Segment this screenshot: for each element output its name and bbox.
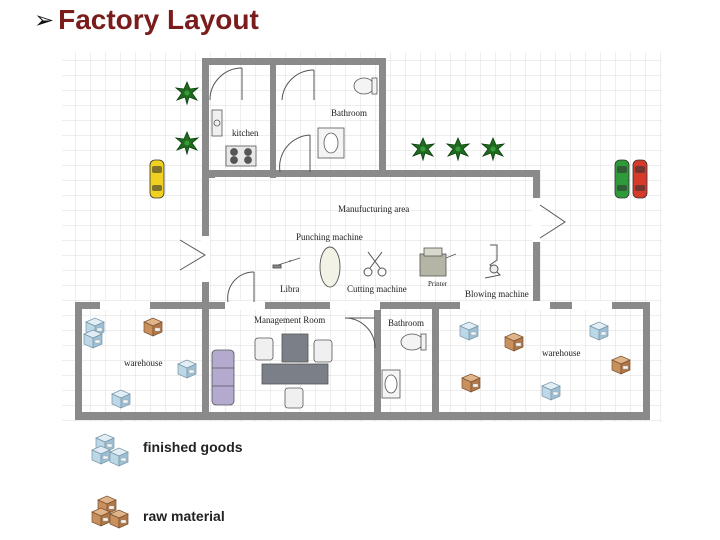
label-punching-machine: Punching machine [296,232,363,242]
label-warehouse-right: warehouse [542,348,580,358]
door-gaps [100,198,612,310]
label-cutting-machine: Cutting machine [347,284,407,294]
label-bathroom-top: Bathroom [331,108,367,118]
label-manufacturing-area: Manufucturing area [338,204,409,214]
arrow-bullet-icon: ➢ [34,6,55,34]
page-title-text: Factory Layout [58,4,259,35]
label-warehouse-left: warehouse [124,358,162,368]
libra-scale [272,257,301,269]
management-furniture [211,333,333,409]
punching-machine [319,246,341,288]
bathroom-fixtures-bottom [381,333,427,399]
finished-goods-box [589,321,609,341]
legend-raw-label: raw material [143,508,225,524]
finished-goods-box [83,329,103,349]
finished-goods-box [541,381,561,401]
label-management-room: Management Room [254,315,325,325]
printer [419,247,457,277]
car-green-icon [614,159,630,199]
cutting-machine [363,251,387,277]
grid-background [62,52,662,422]
kitchen-fixtures [211,109,257,167]
finished-goods-box [111,389,131,409]
label-libra: Libra [280,284,300,294]
legend-raw-icon [91,507,111,527]
raw-material-box [461,373,481,393]
finished-goods-box [177,359,197,379]
raw-material-box [504,332,524,352]
finished-goods-box [459,321,479,341]
legend-finished-label: finished goods [143,439,243,455]
blowing-machine [484,244,502,279]
label-bathroom-bottom: Bathroom [388,318,424,328]
legend-finished-icon [109,447,129,467]
legend-finished-icon [91,445,111,465]
car-yellow-icon [149,159,165,199]
raw-material-box [611,355,631,375]
page-title: ➢ Factory Layout [34,4,259,36]
car-red-icon [632,159,648,199]
legend: finished goods raw material [91,433,243,529]
label-blowing-machine: Blowing machine [465,289,529,299]
door-swings [179,67,566,349]
bathroom-fixtures-top [317,77,378,159]
label-kitchen: kitchen [232,128,259,138]
label-printer: Printer [428,280,448,288]
raw-material-box [143,317,163,337]
legend-raw-icon [109,509,129,529]
